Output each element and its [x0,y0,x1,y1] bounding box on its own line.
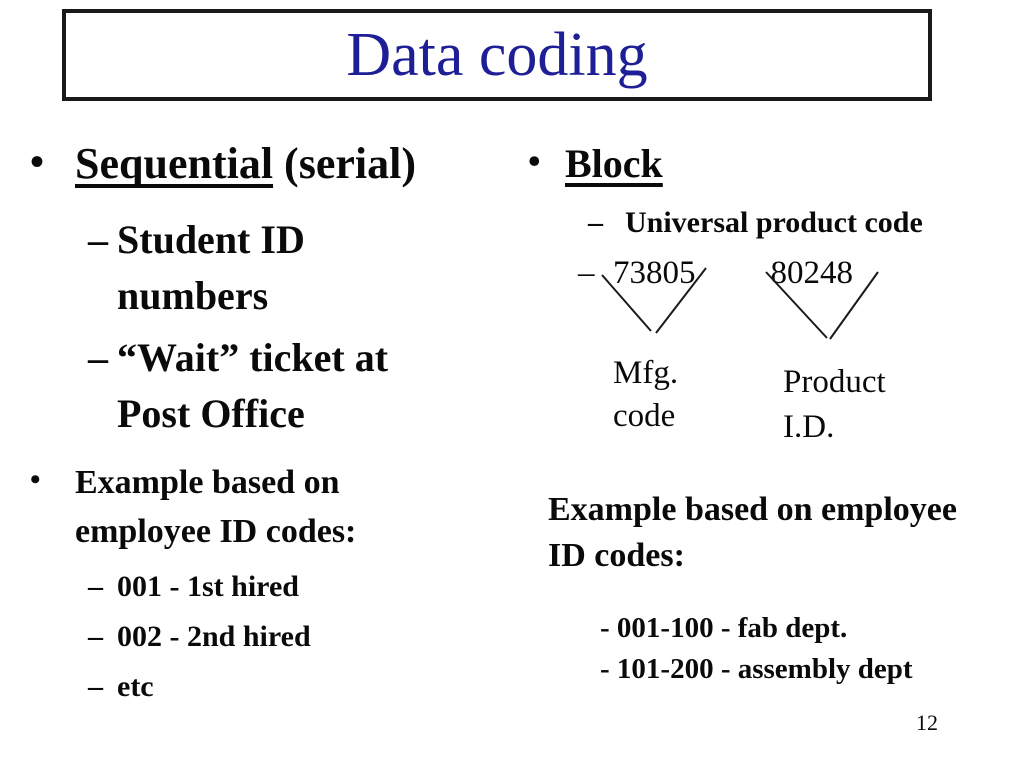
list-item-text: etc [117,669,154,703]
list-item-text: Universal product code [625,206,923,240]
bullet-marker: • [30,462,41,496]
dash-marker: – [88,334,108,380]
list-item-block: • Block [528,140,1024,187]
product-id-value: 80248 [770,255,854,292]
bullet-marker: • [30,139,45,184]
page-number: 12 [916,710,938,735]
product-id-label: Product I.D. [783,360,886,449]
list-item-text: Sequential (serial) [75,138,416,190]
right-example-heading: Example based on employee ID codes: [548,491,957,574]
mfg-code-value: 73805 [613,255,696,292]
label-line: Mfg. [613,355,679,391]
left-column: • Sequential (serial) – Student ID numbe… [30,138,515,717]
department-ranges: - 001-100 - fab dept. - 101-200 - assemb… [600,608,913,689]
right-column: • Block – Universal product code – 73805… [528,140,1024,294]
list-item-wait-ticket: – “Wait” ticket at Post Office [88,330,515,442]
dash-marker: – [88,216,108,262]
code-bracket-lines [601,267,879,340]
list-item-student-id: – Student ID numbers [88,212,515,324]
list-item-text: 002 - 2nd hired [117,619,311,653]
list-item-text: 001 - 1st hired [117,569,299,603]
label-line: Product [783,364,886,400]
dept-range-assembly: - 101-200 - assembly dept [600,652,913,685]
list-item-text: Example based on employee ID codes: [75,463,357,551]
list-item-upc: – Universal product code [588,203,1024,242]
underlined-term: Sequential [75,139,274,188]
term-suffix: (serial) [273,139,416,188]
list-item-text: Student ID numbers [117,216,305,318]
dash-marker: – [88,619,103,653]
title-box: Data coding [62,9,932,101]
dash-marker: – [578,255,595,292]
dash-marker: – [588,206,603,240]
list-item-example-left: • Example based on employee ID codes: [30,458,515,557]
list-item-text: “Wait” ticket at Post Office [117,334,389,436]
label-line: I.D. [783,408,835,445]
dept-range-fab: - 001-100 - fab dept. [600,612,848,644]
list-item-codes: – 73805 80248 [578,253,1024,294]
slide-title: Data coding [346,21,648,89]
underlined-term: Block [565,141,663,186]
dash-marker: – [88,569,103,603]
list-item-001: – 001 - 1st hired [88,567,515,606]
bullet-marker: • [528,141,541,181]
dash-marker: – [88,669,103,703]
list-item-002: – 002 - 2nd hired [88,617,515,656]
mfg-code-label: Mfg. code [613,352,678,438]
label-line: code [613,397,676,434]
list-item-etc: – etc [88,667,515,706]
list-item-sequential: • Sequential (serial) [30,138,515,190]
